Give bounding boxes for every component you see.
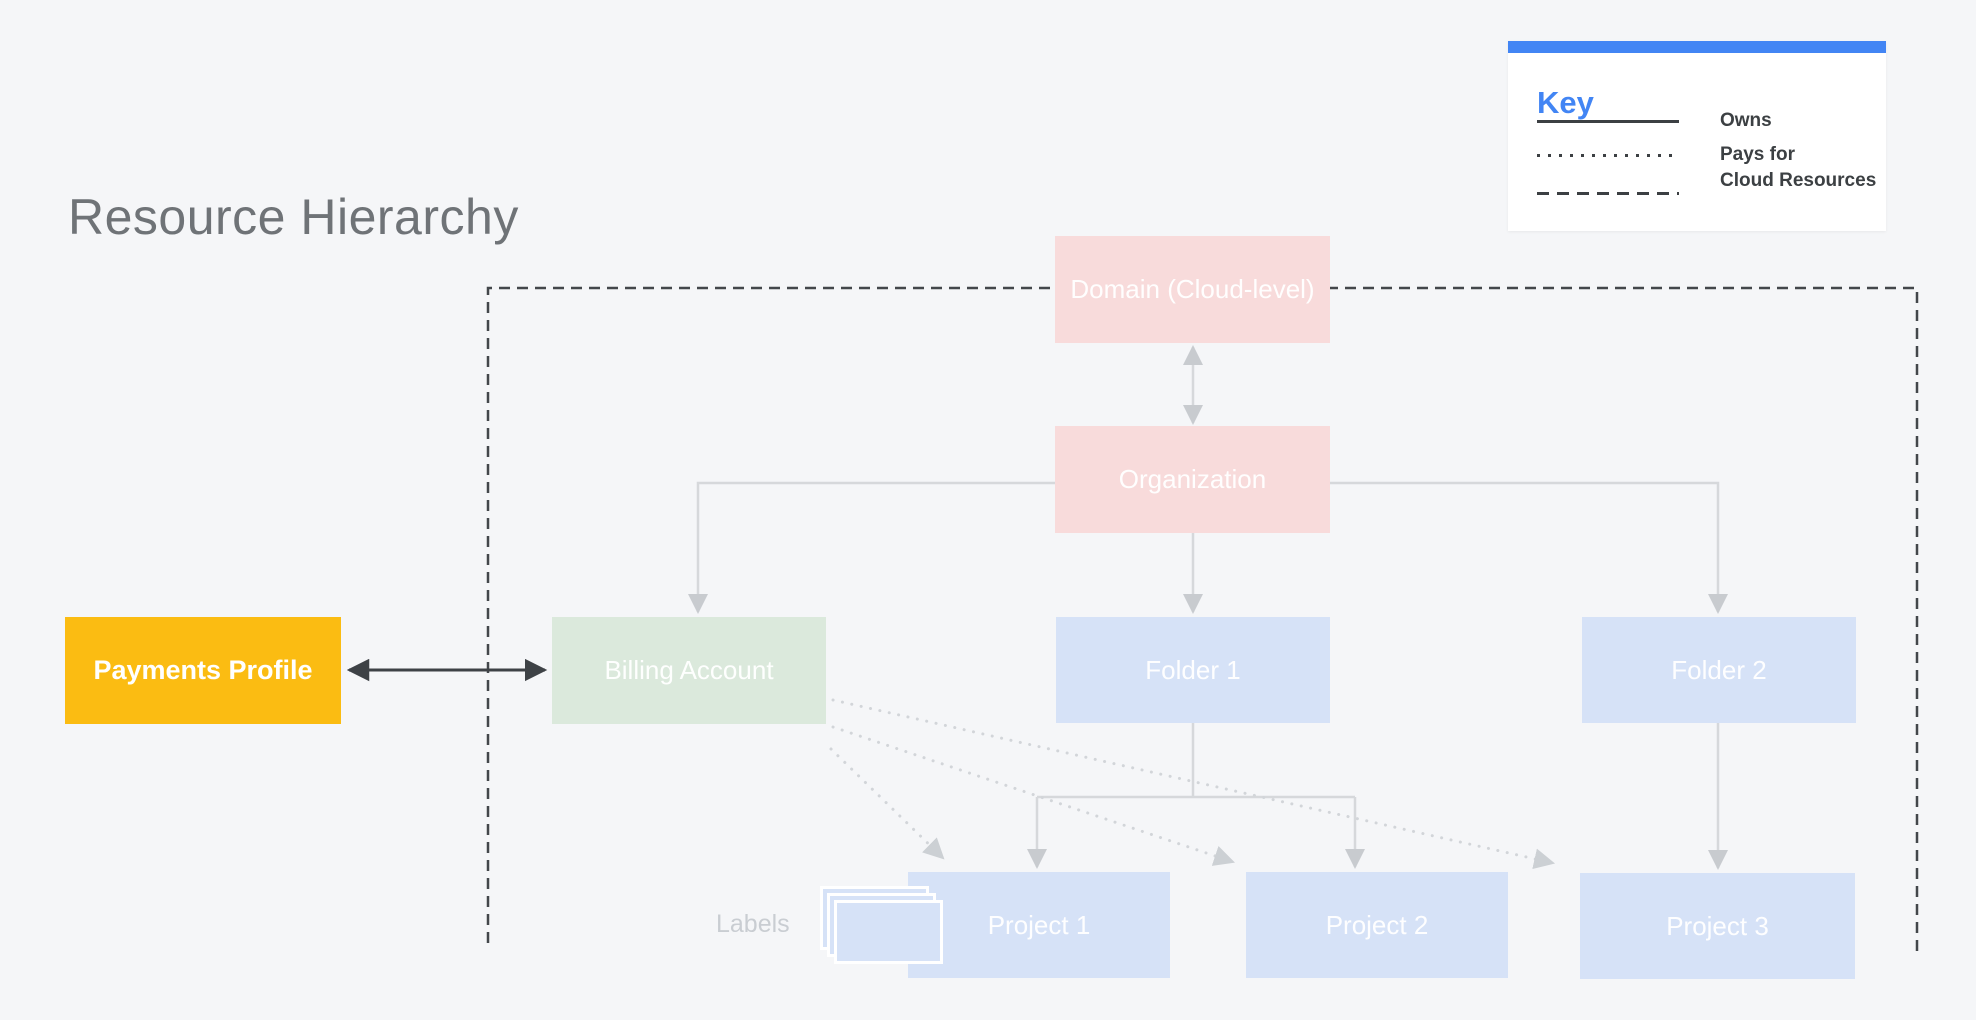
node-project1: Project 1 bbox=[908, 872, 1170, 978]
node-domain-label: Domain (Cloud-level) bbox=[1070, 274, 1315, 304]
node-project3-label: Project 3 bbox=[1666, 910, 1769, 941]
node-billing-account: Billing Account bbox=[552, 617, 826, 724]
labels-caption: Labels bbox=[716, 910, 790, 938]
page-title: Resource Hierarchy bbox=[68, 189, 519, 245]
legend-accent-bar bbox=[1508, 41, 1886, 53]
node-billing-account-label: Billing Account bbox=[604, 655, 774, 685]
dashed-line-sample bbox=[1537, 192, 1679, 195]
node-domain-cloud-level: Domain (Cloud-level) bbox=[1055, 236, 1330, 343]
node-folder1-label: Folder 1 bbox=[1145, 654, 1241, 685]
edge-billing-project2-paysfor bbox=[831, 725, 1235, 866]
node-project2-label: Project 2 bbox=[1325, 909, 1429, 940]
dotted-line-sample bbox=[1537, 154, 1679, 157]
labels-card-front bbox=[834, 900, 943, 964]
edge-billing-project1-paysfor bbox=[829, 747, 945, 860]
node-payments-profile: Payments Profile bbox=[65, 617, 341, 724]
node-project2: Project 2 bbox=[1246, 872, 1508, 978]
node-folder2: Folder 2 bbox=[1582, 617, 1856, 723]
node-folder1: Folder 1 bbox=[1056, 617, 1330, 723]
node-project1-label: Project 1 bbox=[987, 909, 1091, 940]
node-project3: Project 3 bbox=[1580, 873, 1855, 979]
legend-label-pays-for: Pays for bbox=[1720, 144, 1795, 165]
legend-card: Key Owns Pays for Cloud Resources bbox=[1508, 41, 1886, 231]
legend-label-cloud-resources: Cloud Resources bbox=[1720, 170, 1877, 191]
node-folder2-label: Folder 2 bbox=[1671, 654, 1767, 685]
legend-label-owns: Owns bbox=[1720, 110, 1772, 131]
node-payments-profile-label: Payments Profile bbox=[93, 655, 313, 685]
labels-stack-icon bbox=[820, 886, 952, 968]
node-organization-label: Organization bbox=[1118, 464, 1267, 494]
legend-title: Key bbox=[1537, 85, 1594, 120]
edge-organization-billing-account bbox=[688, 481, 1055, 614]
edge-organization-folder2 bbox=[1330, 481, 1728, 614]
node-organization: Organization bbox=[1055, 426, 1330, 533]
edge-folder1-branch bbox=[1037, 723, 1355, 799]
edge-billing-project3-paysfor bbox=[831, 698, 1556, 870]
solid-line-sample bbox=[1537, 120, 1679, 123]
